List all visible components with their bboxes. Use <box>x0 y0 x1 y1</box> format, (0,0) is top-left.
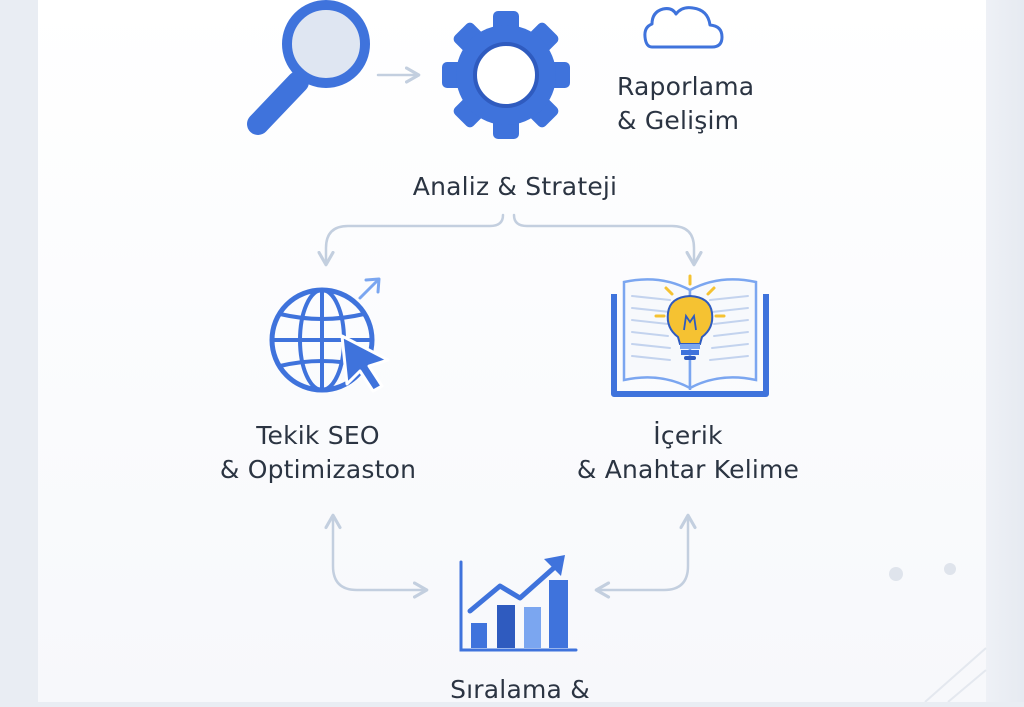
node-ranking-line1: Sıralama & <box>450 675 590 704</box>
decorative-lines <box>924 647 987 702</box>
bar-chart-growth-icon <box>459 555 578 652</box>
node-content-line1: İçerik <box>653 421 723 450</box>
node-technical-label: Tekik SEO & Optimizaston <box>190 419 446 487</box>
cloud-icon <box>643 6 724 49</box>
node-content-label: İçerik & Anahtar Kelime <box>562 419 814 487</box>
node-technical-line2: & Optimizaston <box>219 455 417 484</box>
node-analysis-label: Analiz & Strateji <box>412 172 618 201</box>
node-ranking-label: Sıralama & <box>420 673 620 707</box>
node-content-line2: & Anahtar Kelime <box>576 455 800 484</box>
arrow-analysis-to-content <box>512 213 703 267</box>
magnifier-icon <box>247 0 370 135</box>
arrow-analysis-to-technical <box>317 213 505 267</box>
right-edge <box>986 0 1024 702</box>
decorative-dots <box>889 563 956 581</box>
arrow-technical-ranking <box>324 513 429 599</box>
node-reporting-line2: & Gelişim <box>617 106 740 135</box>
node-reporting-line1: Raporlama <box>617 72 755 101</box>
arrow-content-ranking <box>594 513 697 599</box>
book-lightbulb-icon <box>611 274 769 397</box>
node-reporting-label: Raporlama & Gelişim <box>617 70 754 138</box>
gear-icon <box>442 11 570 139</box>
globe-cursor-icon <box>269 277 390 393</box>
node-technical-line1: Tekik SEO <box>256 421 380 450</box>
